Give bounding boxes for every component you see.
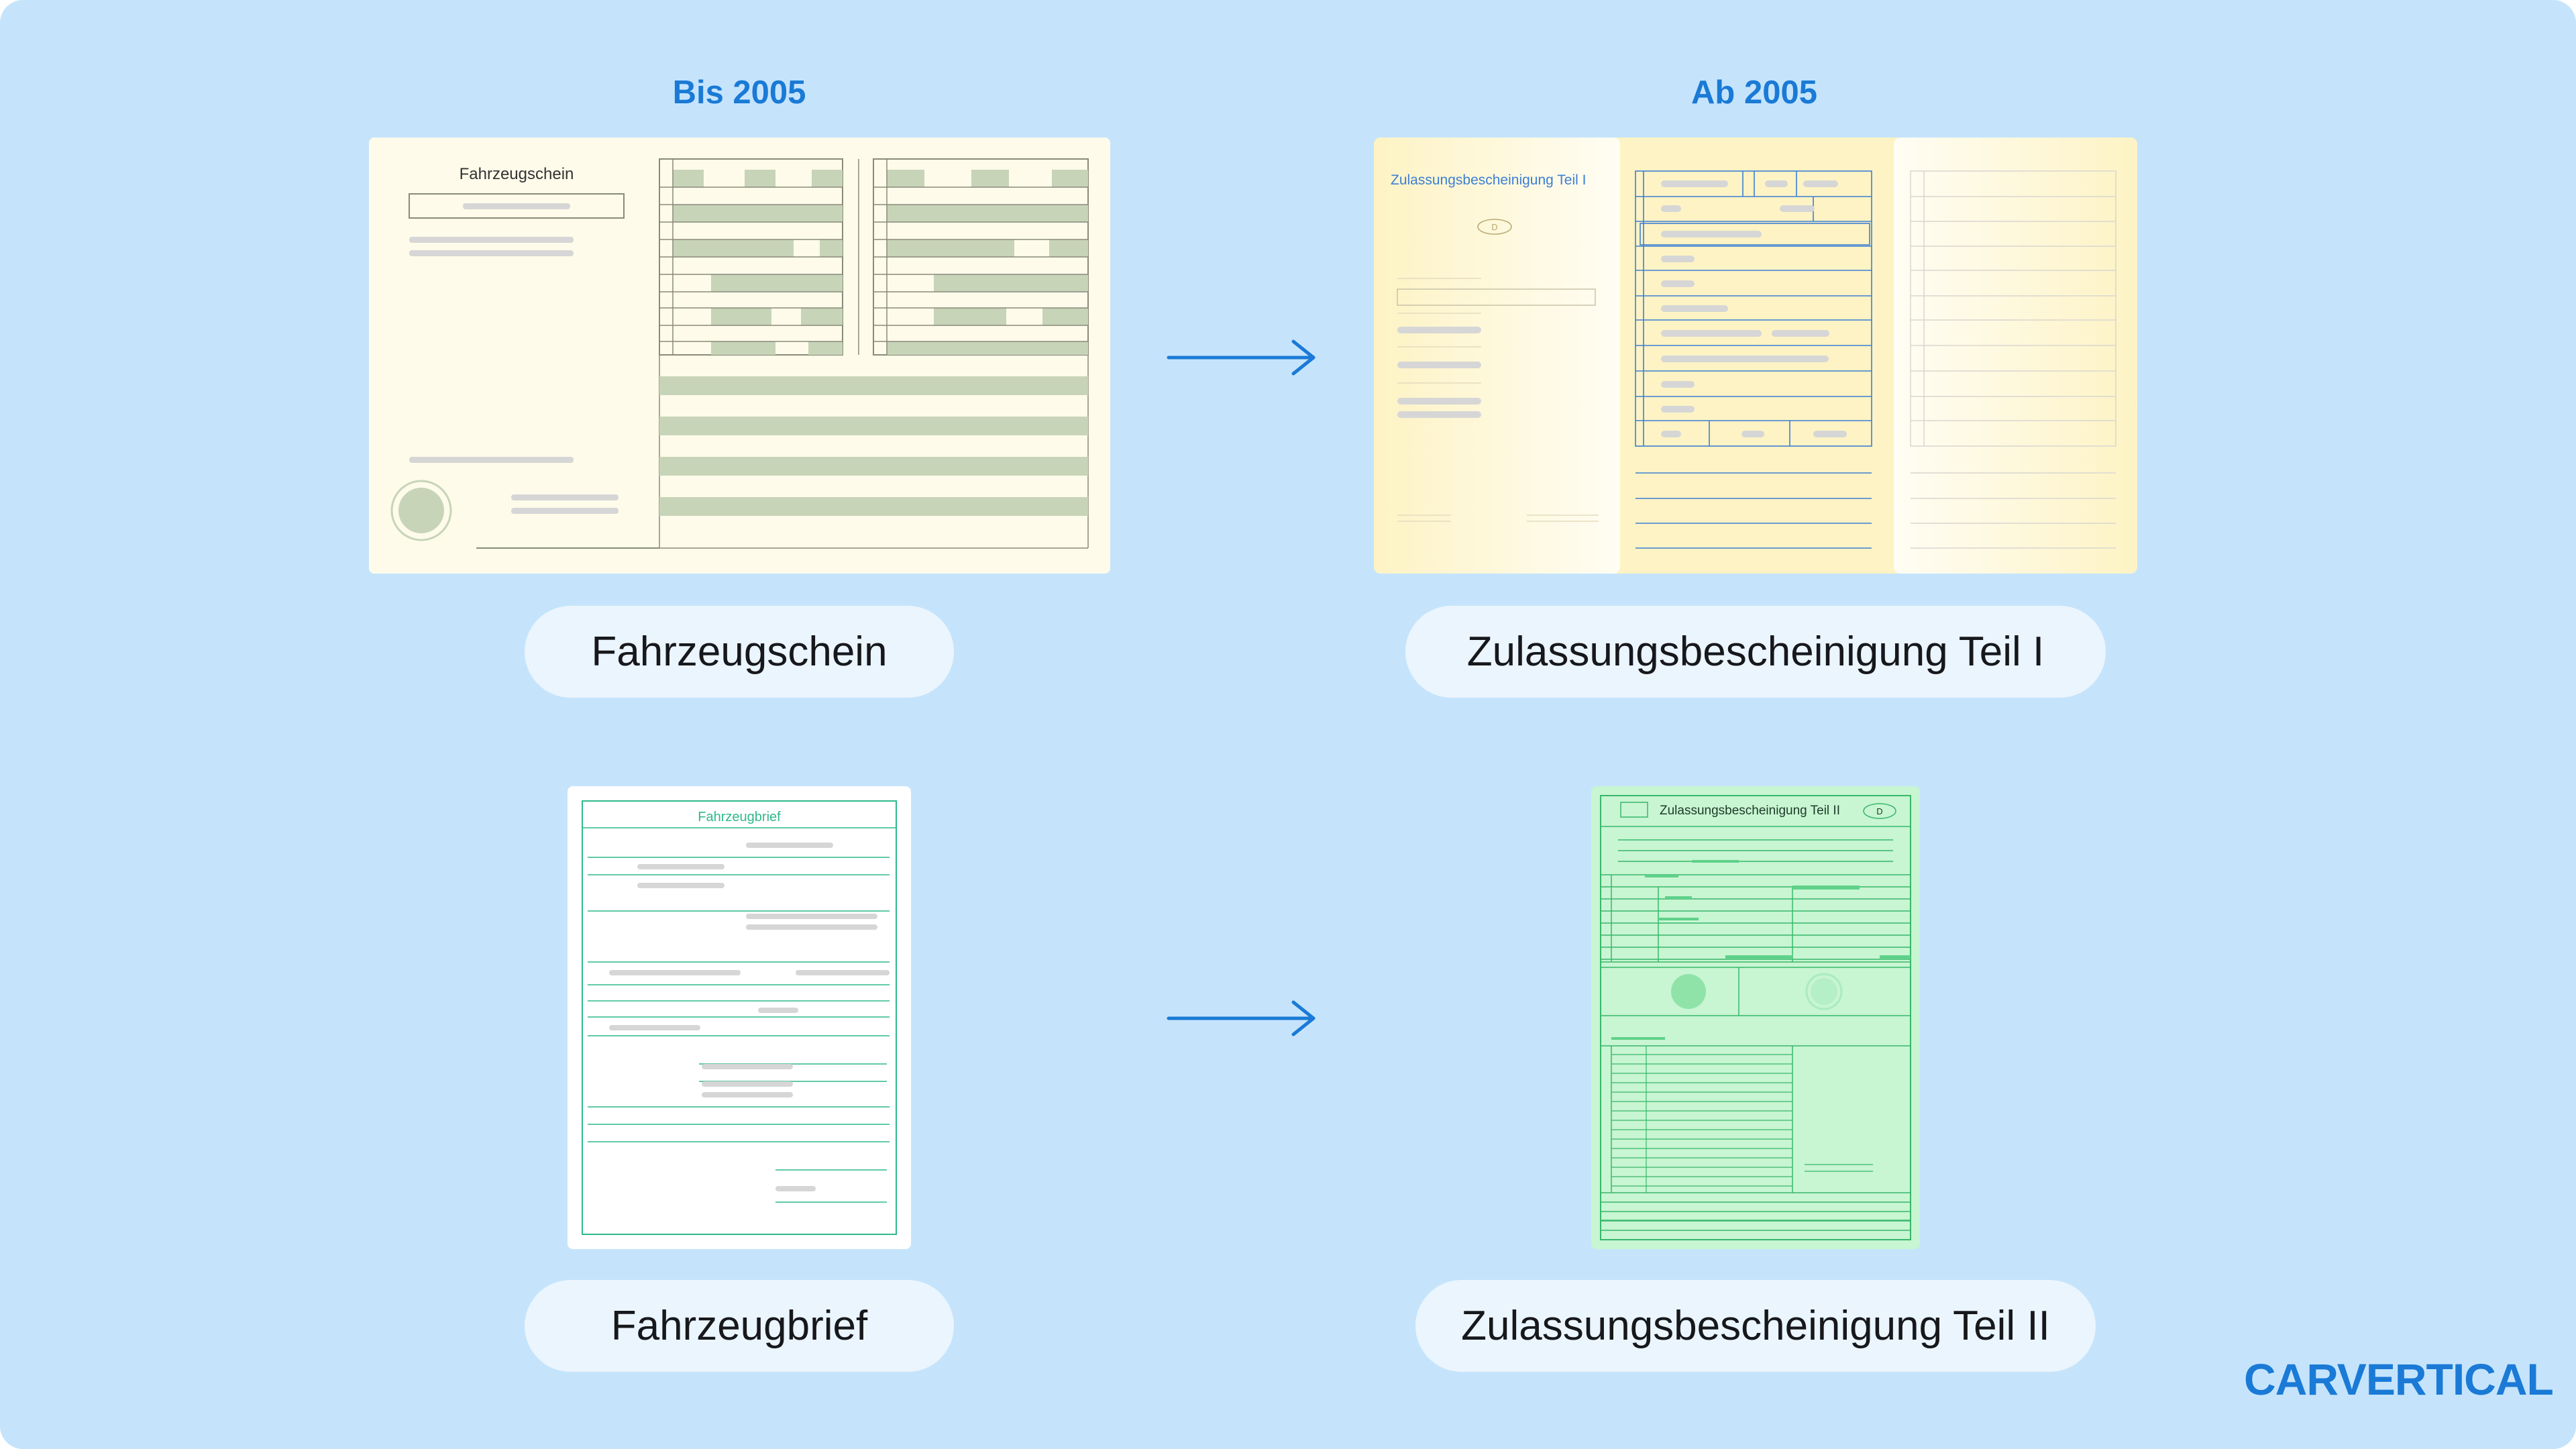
zulassungsbescheinigung-teil-2-illustration: Zulassungsbescheinigung Teil II D	[1591, 786, 1920, 1249]
heading-after-2005: Ab 2005	[1691, 74, 1817, 111]
label-zulassungsbescheinigung-teil-2: Zulassungsbescheinigung Teil II	[1415, 1280, 2096, 1372]
seal-icon-secondary	[1811, 978, 1837, 1005]
fahrzeugbrief-doc-title: Fahrzeugbrief	[698, 810, 781, 824]
zulassungsbescheinigung-teil-1-illustration: Zulassungsbescheinigung Teil I D	[1374, 138, 2137, 574]
arrow-right-icon	[1167, 1000, 1316, 1036]
stamp-icon	[398, 488, 444, 533]
carvertical-logo: CARVERTICAL	[2244, 1354, 2554, 1404]
label-zulassungsbescheinigung-teil-1: Zulassungsbescheinigung Teil I	[1405, 606, 2106, 698]
label-fahrzeugschein: Fahrzeugschein	[525, 606, 954, 698]
zb1-country-mark: D	[1491, 222, 1497, 232]
zb2-country-mark: D	[1876, 806, 1882, 816]
fahrzeugschein-doc-title: Fahrzeugschein	[460, 165, 574, 183]
fahrzeugschein-illustration: Fahrzeugschein	[369, 138, 1110, 574]
arrow-right-icon	[1167, 339, 1316, 376]
zb1-doc-title: Zulassungsbescheinigung Teil I	[1391, 172, 1586, 188]
seal-icon	[1671, 974, 1706, 1009]
label-fahrzeugbrief: Fahrzeugbrief	[525, 1280, 954, 1372]
fahrzeugbrief-illustration: Fahrzeugbrief	[568, 786, 911, 1249]
heading-before-2005: Bis 2005	[672, 74, 806, 111]
zb2-doc-title: Zulassungsbescheinigung Teil II	[1660, 804, 1840, 818]
